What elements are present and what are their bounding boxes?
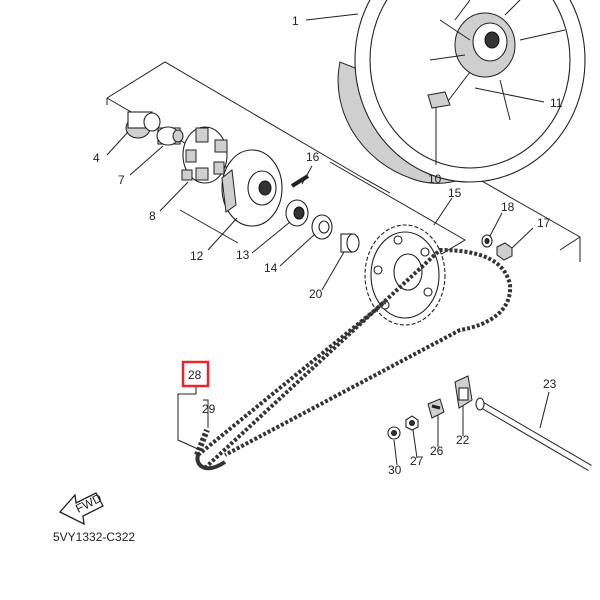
leader-lines <box>106 13 550 466</box>
seal-14 <box>311 214 333 240</box>
chain-puller-22 <box>454 375 473 409</box>
callout-26: 26 <box>430 444 444 458</box>
callout-18: 18 <box>501 200 515 214</box>
callout-16: 16 <box>306 150 320 164</box>
callout-20: 20 <box>309 287 323 301</box>
drive-chain <box>194 247 513 471</box>
callout-23: 23 <box>543 377 557 391</box>
callout-13: 13 <box>236 248 250 262</box>
callout-17: 17 <box>537 216 551 230</box>
hub-12 <box>221 149 283 227</box>
callout-29: 29 <box>202 402 216 416</box>
callout-14: 14 <box>264 261 278 275</box>
bearing-4 <box>125 111 161 139</box>
callout-10: 10 <box>428 172 442 186</box>
callout-8: 8 <box>149 209 156 223</box>
callout-11: 11 <box>550 96 563 110</box>
callout-7: 7 <box>118 173 125 187</box>
bolt-26 <box>427 398 445 419</box>
washer-18 <box>481 234 493 248</box>
callout-22: 22 <box>456 433 470 447</box>
callout-28: 28 <box>188 368 202 382</box>
callout-labels: 1 4 7 8 10 11 12 13 14 15 16 17 18 20 22… <box>93 14 563 477</box>
axle-23 <box>475 397 592 472</box>
collar-20 <box>340 233 360 253</box>
callout-30: 30 <box>388 463 402 477</box>
diagram-code: 5VY1332-C322 <box>53 530 135 544</box>
callout-27: 27 <box>410 454 424 468</box>
highlight-box <box>181 360 210 388</box>
nut-27 <box>405 415 419 431</box>
callout-15: 15 <box>448 186 462 200</box>
collar-7 <box>156 126 184 146</box>
callout-12: 12 <box>190 249 204 263</box>
callout-1: 1 <box>292 14 299 28</box>
washer-30 <box>387 426 401 440</box>
highlighted-callout-28[interactable]: 28 <box>181 360 210 388</box>
nut-17 <box>496 242 513 261</box>
bearing-13 <box>285 199 309 227</box>
damper-8 <box>181 126 228 184</box>
rear-wheel <box>337 0 586 184</box>
callout-4: 4 <box>93 151 100 165</box>
fwd-arrow-icon: FWD <box>58 491 104 526</box>
